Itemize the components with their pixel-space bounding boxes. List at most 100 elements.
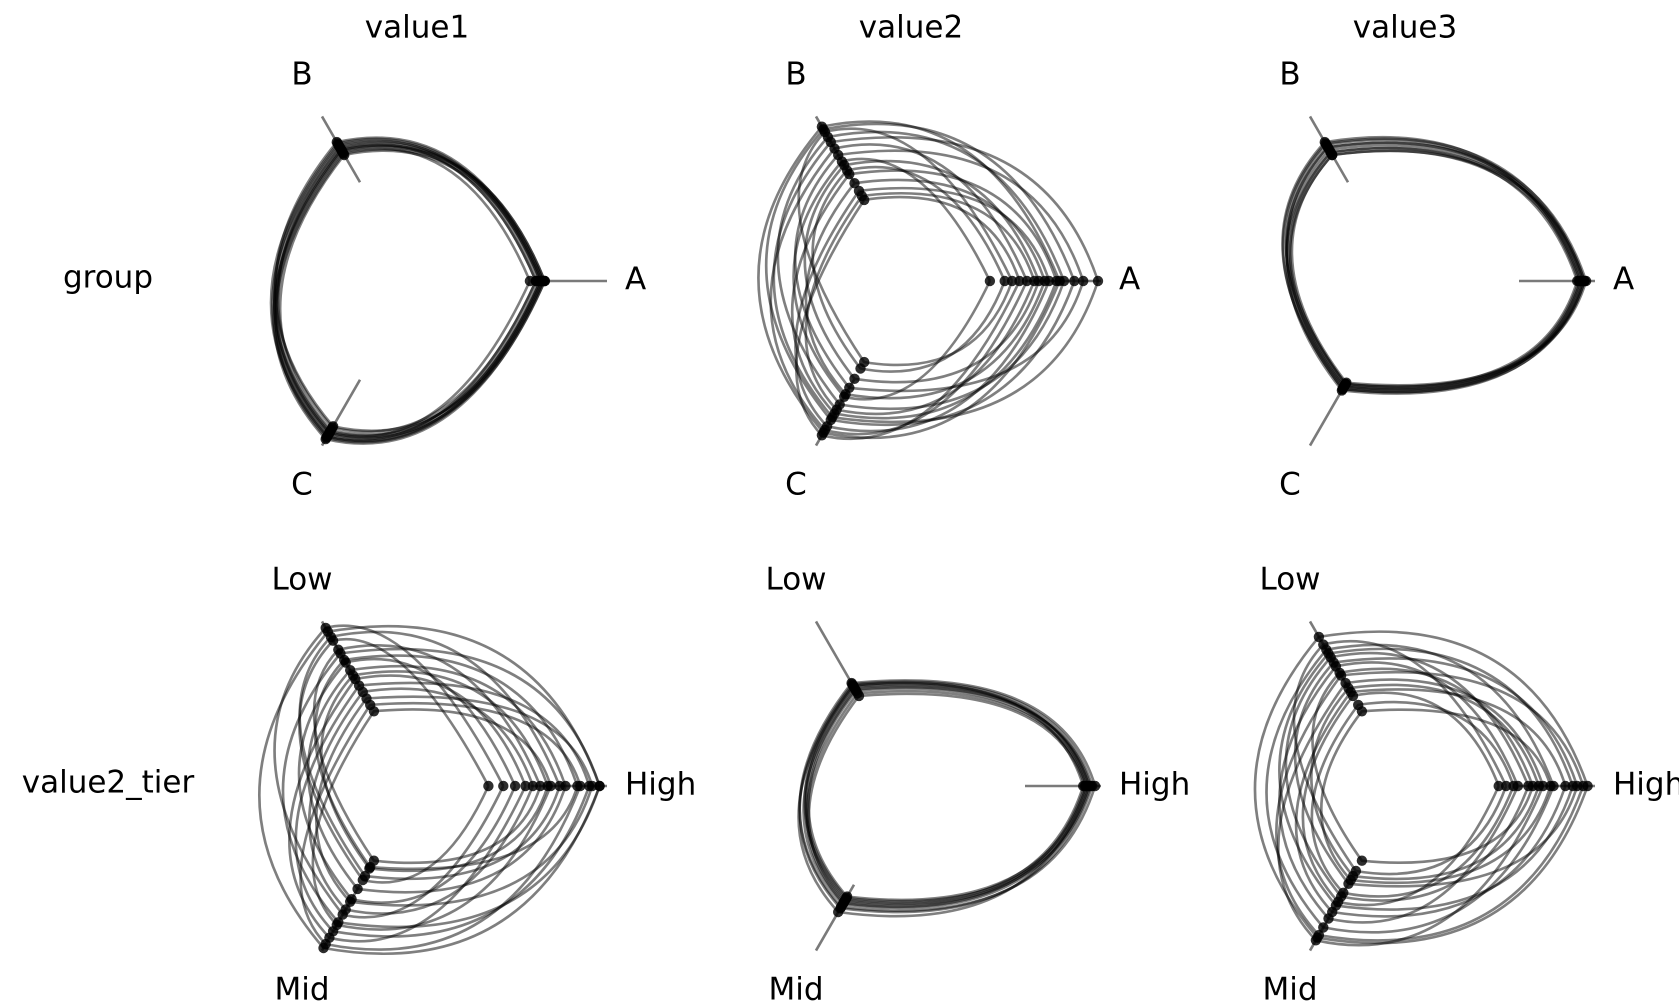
series-curve-15 [772, 136, 1100, 424]
data-point-high-15 [594, 780, 605, 792]
data-point-low-8 [1318, 639, 1329, 650]
series-curve-10 [798, 680, 1094, 914]
series-curve-6 [272, 145, 547, 445]
data-point-a-2 [984, 275, 996, 287]
data-point-mid-9 [368, 855, 380, 866]
data-point-low-13 [365, 699, 376, 711]
data-point-mid-10 [327, 926, 339, 937]
series-curve-16 [320, 670, 549, 873]
data-point-low-1 [1313, 631, 1325, 643]
data-point-low-14 [1343, 683, 1354, 694]
series-curve-3 [278, 149, 542, 436]
series-curve-13 [299, 701, 582, 951]
data-point-high-2 [483, 780, 494, 792]
data-point-c-8 [849, 373, 860, 384]
data-point-mid-16 [364, 863, 375, 874]
data-point-mid-12 [359, 870, 371, 882]
data-point-mid-9 [841, 892, 852, 904]
series-curve-1 [1253, 630, 1589, 945]
data-point-low-11 [340, 657, 351, 668]
data-point-a-12 [539, 275, 550, 287]
data-point-mid-14 [1347, 870, 1359, 882]
data-point-c-13 [818, 427, 829, 438]
data-point-high-10 [584, 780, 595, 792]
data-point-b-10 [1320, 138, 1331, 149]
axis-label-high: High [625, 767, 696, 803]
data-point-high-7 [498, 780, 509, 792]
data-point-c-12 [324, 427, 335, 438]
data-point-high-12 [1577, 780, 1589, 792]
axis-label-b: B [785, 56, 806, 92]
series-curve-11 [769, 143, 1029, 436]
series-curve-13 [1278, 661, 1520, 924]
row-label-value2-tier: value2_tier [22, 765, 195, 801]
data-point-b-15 [825, 136, 836, 148]
data-point-a-14 [1029, 275, 1040, 287]
data-point-high-12 [554, 780, 565, 792]
series-curve-12 [1275, 670, 1585, 942]
data-point-c-10 [1337, 383, 1348, 395]
spoke-low [814, 620, 856, 688]
data-point-low-13 [1330, 661, 1342, 672]
axis-label-low: Low [1259, 561, 1320, 597]
data-point-high-10 [1523, 780, 1534, 792]
data-point-low-14 [357, 686, 368, 698]
data-point-high-11 [509, 780, 521, 792]
data-point-mid-3 [1356, 855, 1368, 866]
data-point-low-7 [320, 622, 331, 634]
data-point-c-14 [831, 404, 842, 415]
series-curve-2 [1301, 691, 1500, 907]
data-point-high-8 [1500, 780, 1512, 792]
data-point-a-7 [1014, 275, 1025, 287]
axis-label-c: C [785, 467, 807, 503]
axis-label-mid: Mid [274, 972, 329, 1003]
axis-label-high: High [1613, 767, 1679, 803]
data-point-mid-13 [320, 938, 331, 950]
data-point-low-12 [1335, 670, 1347, 681]
column-title-value1: value1 [365, 10, 469, 46]
data-point-high-11 [1545, 780, 1556, 792]
panel-group-value3: A B C [1279, 56, 1634, 502]
data-point-a-13 [1054, 275, 1065, 287]
data-point-c-10 [855, 363, 866, 374]
series-curve-7 [273, 624, 505, 919]
data-point-mid-11 [346, 894, 357, 905]
data-point-high-14 [1533, 780, 1544, 792]
data-point-low-16 [347, 670, 359, 681]
series-curve-13 [757, 120, 1061, 440]
series-curve-1 [276, 147, 532, 438]
series-curve-5 [794, 186, 1051, 433]
data-point-high-5 [520, 780, 531, 792]
series-curve-10 [276, 143, 538, 433]
series-curve-7 [1277, 678, 1545, 947]
series-curve-9 [274, 148, 545, 444]
axis-label-b: B [291, 56, 312, 92]
axis-label-b: B [1279, 56, 1300, 92]
data-point-low-15 [1323, 648, 1334, 659]
data-point-mid-8 [352, 883, 363, 895]
series-curve-11 [1320, 708, 1552, 885]
series-curve-9 [804, 683, 1091, 903]
data-point-high-15 [1567, 780, 1579, 792]
series-curve-14 [1310, 683, 1540, 881]
axis-label-c: C [1279, 467, 1301, 503]
data-point-b-12 [849, 178, 860, 189]
panel-group-value2: ABC [757, 56, 1140, 503]
series-curve-9 [1288, 149, 1582, 391]
data-point-a-11 [1021, 275, 1033, 287]
axis-label-c: C [291, 467, 313, 503]
data-point-a-1 [1069, 275, 1080, 287]
column-title-value2: value2 [859, 10, 963, 46]
axis-label-mid: Mid [1262, 972, 1317, 1003]
series-curve-10 [1281, 137, 1586, 394]
data-point-c-12 [840, 389, 851, 400]
axis-label-a: A [1613, 262, 1634, 298]
axis-label-high: High [1119, 767, 1190, 803]
series-curve-15 [1278, 647, 1575, 911]
data-point-mid-13 [1323, 913, 1334, 924]
data-point-high-13 [1512, 780, 1524, 792]
